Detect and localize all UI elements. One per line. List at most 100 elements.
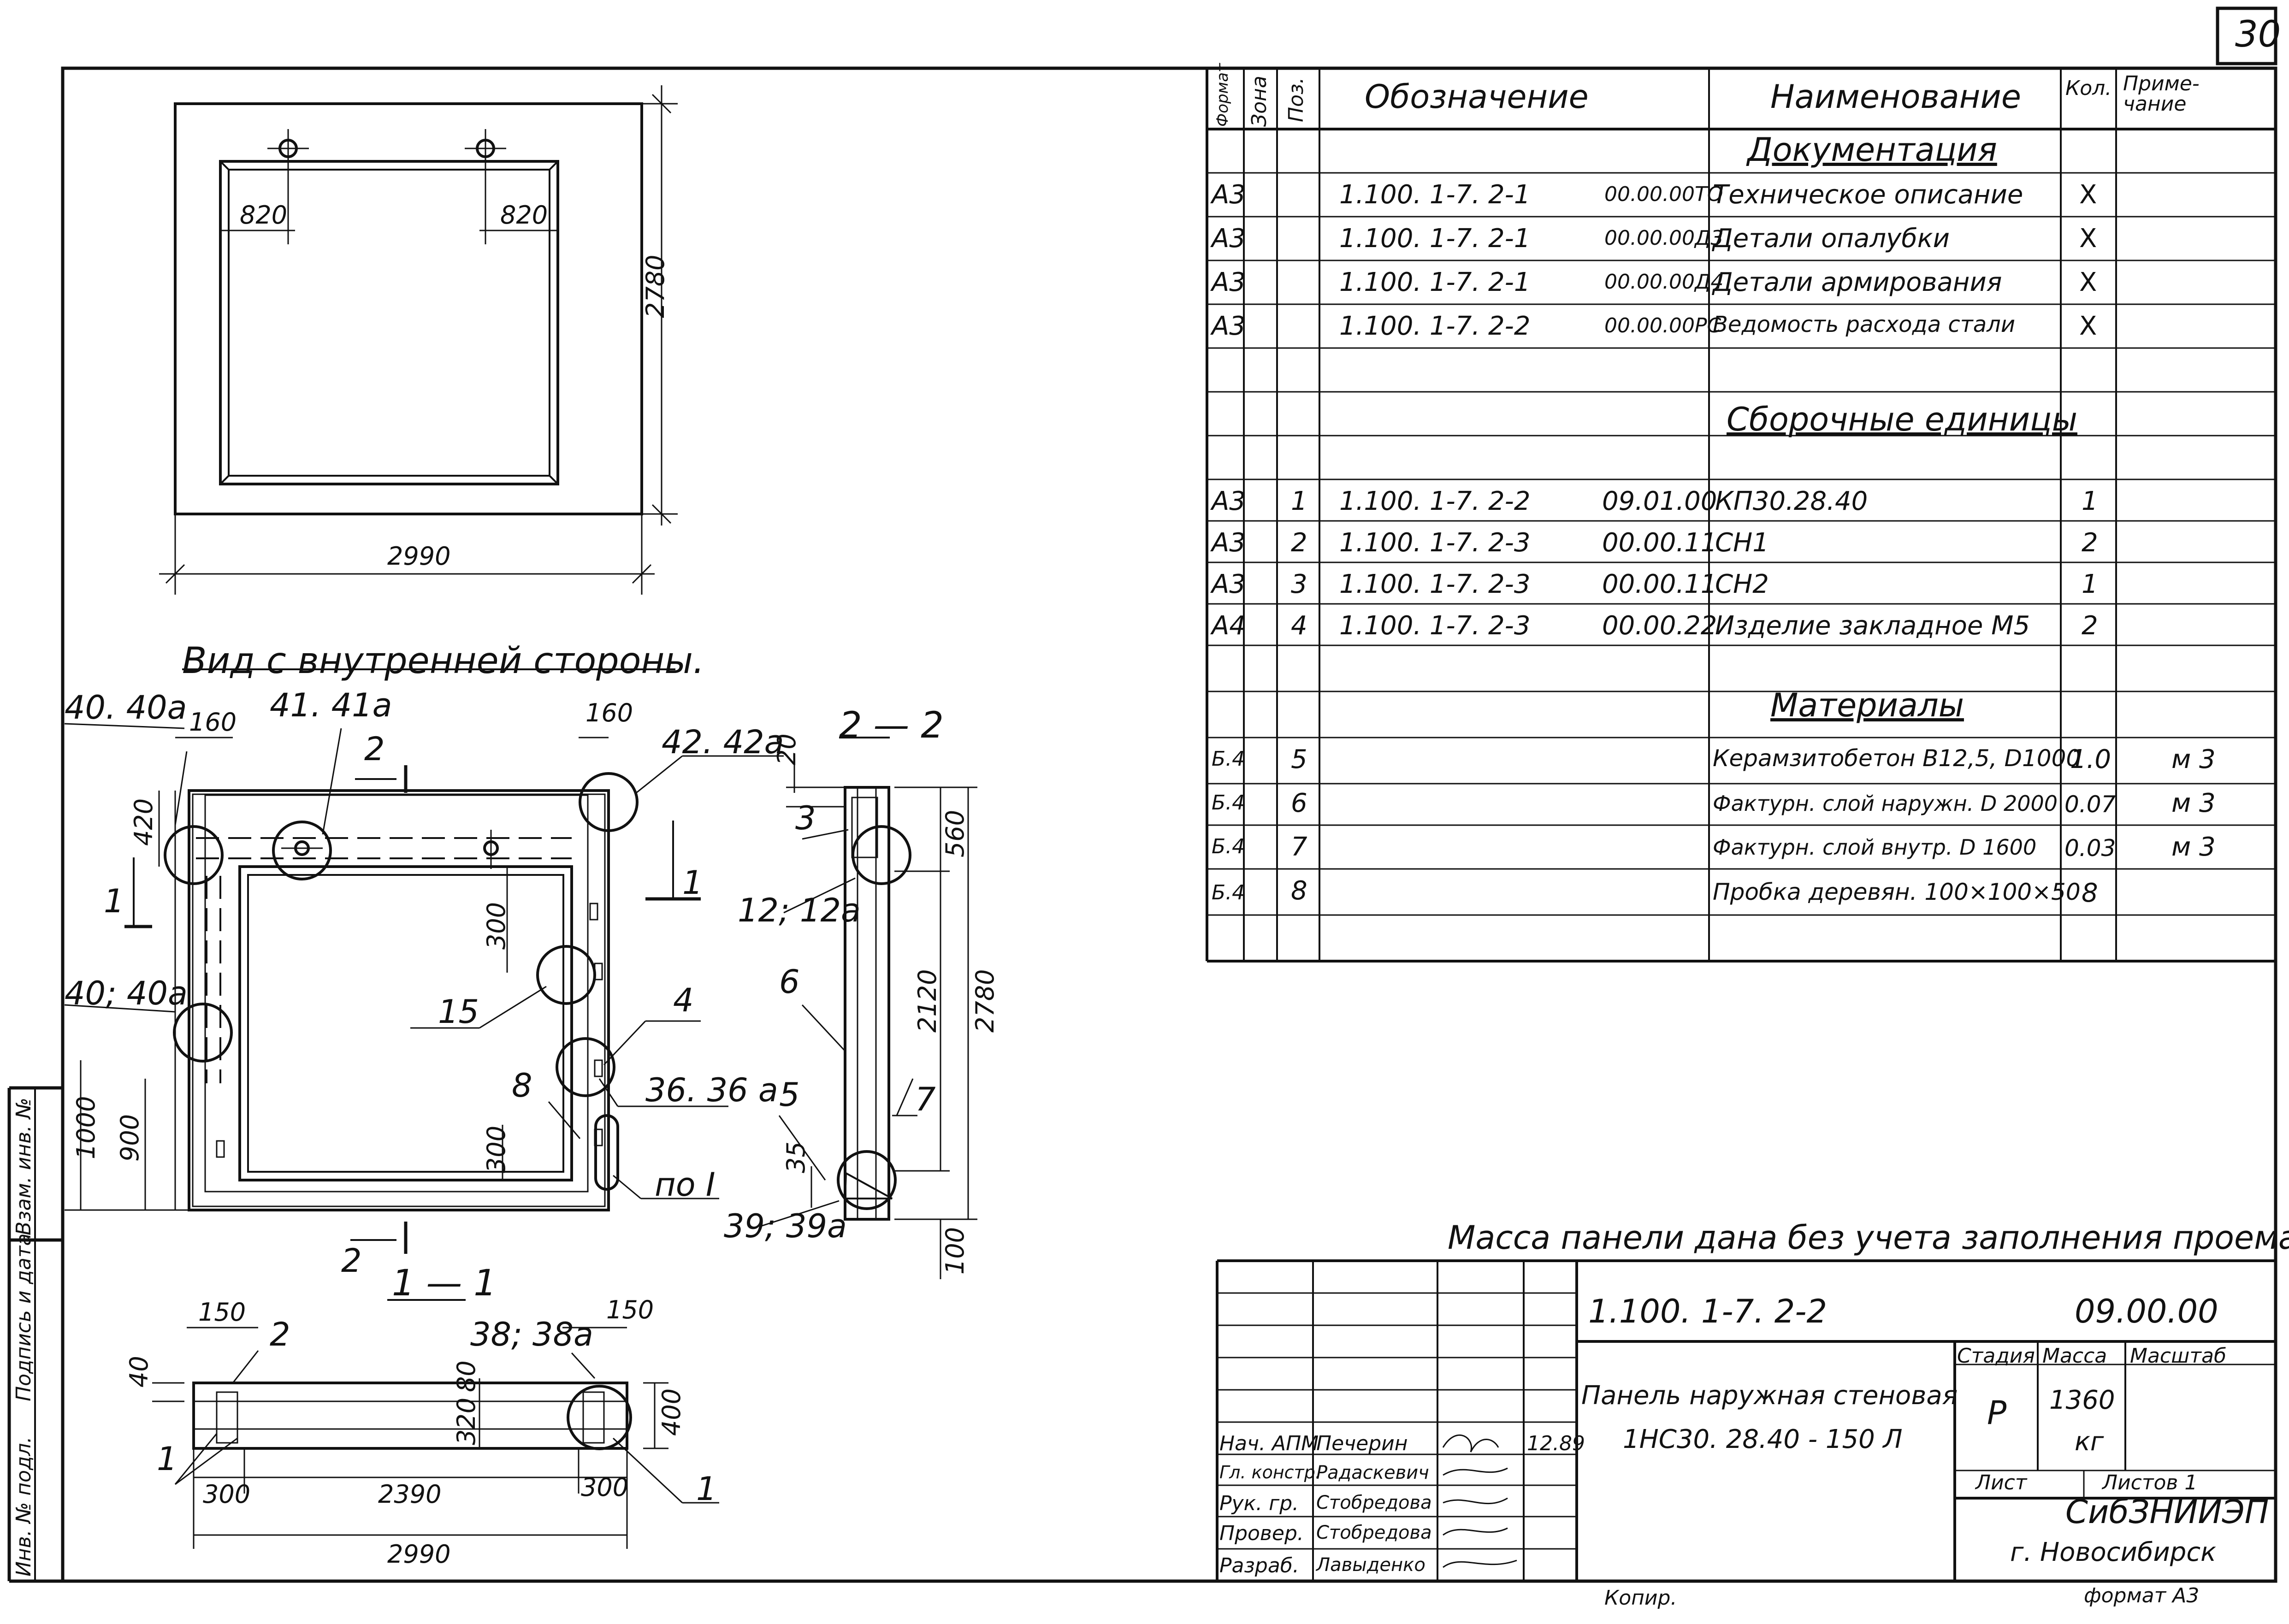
- scale-label: Масштаб: [2130, 1344, 2227, 1368]
- cell-name: СН2: [1715, 569, 1769, 599]
- mass-note: Масса панели дана без учета заполнения п…: [1448, 1219, 2289, 1257]
- cell-format: Б.4: [1212, 881, 1245, 904]
- cell-name: Фактурн. слой внутр. D 1600: [1713, 835, 2037, 860]
- cell-format: Б.4: [1212, 747, 1245, 771]
- spec-header-format: Формат: [1213, 63, 1232, 127]
- cell-code: 09.01.00: [1602, 486, 1717, 516]
- cell-name: Ведомость расхода стали: [1713, 312, 2016, 337]
- label-5: 5: [779, 1076, 800, 1114]
- cell-code: 00.00.00РС: [1604, 314, 1721, 337]
- side-stamp-replace: Взам. инв. №: [12, 1098, 35, 1235]
- cell-format: А3: [1212, 528, 1246, 558]
- mass-label: Масса: [2042, 1344, 2107, 1368]
- label-8: 8: [512, 1067, 532, 1104]
- cell-name: Детали армирования: [1713, 267, 2002, 297]
- dim-300-s-right: 300: [581, 1473, 629, 1502]
- spec-header-zone: Зона: [1248, 76, 1271, 127]
- dim-320: 320: [452, 1397, 481, 1445]
- cell-code: 00.00.11: [1602, 528, 1717, 558]
- cell-pos: 5: [1291, 744, 1307, 774]
- section-1-1-title: 1 — 1: [392, 1263, 497, 1304]
- section-documentation: Документация: [1747, 131, 1997, 169]
- cell-code: 00.00.00Д4: [1604, 270, 1724, 294]
- dim-560: 560: [940, 809, 970, 857]
- label-40-mid: 40; 40а: [65, 974, 188, 1012]
- name-1: Печерин: [1316, 1432, 1408, 1455]
- label-42: 42. 42а: [662, 723, 784, 761]
- cell-pos: 3: [1291, 569, 1307, 599]
- dim-160-left: 160: [189, 708, 237, 737]
- stage-label: Стадия: [1957, 1344, 2035, 1368]
- cell-name: КП30.28.40: [1715, 486, 1868, 516]
- top-view: [159, 85, 678, 595]
- cell-format: Б.4: [1212, 835, 1245, 858]
- cell-code: 00.00.22: [1602, 611, 1717, 641]
- label-4: 4: [673, 981, 694, 1019]
- title-name-line1: Панель наружная стеновая: [1581, 1381, 1958, 1411]
- label-7: 7: [915, 1081, 936, 1118]
- cell-code: 00.00.00ТО: [1604, 183, 1723, 206]
- dim-20: 20: [772, 733, 801, 765]
- cell-qty: 2: [2082, 611, 2098, 641]
- label-1-right: 1: [696, 1470, 717, 1508]
- cell-name: Детали опалубки: [1713, 224, 1950, 254]
- dim-2990-bottom: 2990: [387, 1540, 451, 1569]
- dim-1000: 1000: [71, 1096, 101, 1159]
- cell-designation: 1.100. 1-7. 2-3: [1339, 528, 1531, 558]
- cell-qty: 1.0: [2070, 744, 2112, 774]
- cell-format: А3: [1212, 224, 1246, 254]
- cell-format: А3: [1212, 267, 1246, 297]
- cut-mark-1-right: 1: [682, 864, 703, 902]
- dim-420: 420: [129, 798, 158, 846]
- mass-unit: кг: [2075, 1427, 2104, 1457]
- role-1: Нач. АПМ: [1219, 1432, 1319, 1455]
- cell-qty: 1: [2082, 569, 2098, 599]
- spec-header-pos: Поз.: [1284, 77, 1308, 122]
- cell-designation: 1.100. 1-7. 2-1: [1339, 267, 1531, 297]
- label-1-left: 1: [157, 1440, 177, 1478]
- dim-35: 35: [781, 1141, 810, 1173]
- cell-designation: 1.100. 1-7. 2-1: [1339, 224, 1531, 254]
- cell-qty: 1: [2082, 486, 2098, 516]
- spec-header-name: Наименование: [1770, 78, 2021, 116]
- dim-300-top: 300: [482, 902, 511, 950]
- role-5: Разраб.: [1219, 1554, 1299, 1577]
- cell-pos: 6: [1291, 788, 1307, 818]
- cell-pos: 1: [1291, 486, 1307, 516]
- cell-designation: 1.100. 1-7. 2-2: [1339, 311, 1531, 341]
- dim-300-s-left: 300: [203, 1480, 251, 1509]
- label-15: 15: [438, 993, 479, 1031]
- label-12: 12; 12а: [738, 892, 861, 929]
- dim-80: 80: [452, 1360, 481, 1392]
- title-date: 12.89: [1527, 1432, 1585, 1455]
- dim-2780-top: 2780: [641, 254, 670, 318]
- spec-header-qty: Кол.: [2065, 77, 2112, 100]
- cell-format: А3: [1212, 180, 1246, 210]
- cell-code: 00.00.00Д3: [1604, 226, 1724, 250]
- dim-400: 400: [657, 1388, 686, 1436]
- section-materials: Материалы: [1770, 686, 1964, 724]
- cell-pos: 8: [1291, 876, 1307, 906]
- dim-2780-side: 2780: [970, 969, 1000, 1033]
- cell-name: СН1: [1715, 528, 1769, 558]
- cell-name: Техническое описание: [1713, 180, 2023, 210]
- stage-value: Р: [1987, 1394, 2007, 1432]
- cell-format: А4: [1212, 611, 1246, 641]
- cell-format: А3: [1212, 486, 1246, 516]
- name-4: Стобредова: [1316, 1522, 1432, 1543]
- dim-150-left: 150: [198, 1298, 246, 1327]
- cell-note: м 3: [2171, 832, 2216, 862]
- inner-side-title: Вид с внутренней стороны.: [182, 640, 704, 682]
- section-2-2-view: [760, 737, 977, 1279]
- label-po-i: по I: [655, 1166, 716, 1204]
- dim-2390: 2390: [378, 1480, 442, 1509]
- dim-820-left: 820: [240, 201, 288, 230]
- label-40-top: 40. 40а: [65, 689, 187, 726]
- cell-qty: X: [2079, 311, 2097, 341]
- section-assembly: Сборочные единицы: [1727, 401, 2077, 438]
- dim-40: 40: [124, 1356, 154, 1388]
- cell-designation: 1.100. 1-7. 2-3: [1339, 611, 1531, 641]
- label-41: 41. 41а: [270, 686, 392, 724]
- spec-header-note: Приме-чание: [2123, 72, 2200, 116]
